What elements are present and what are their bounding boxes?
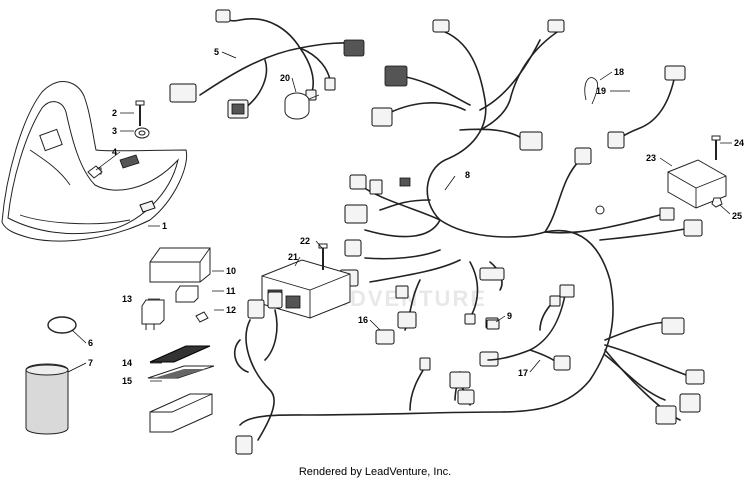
headlight-assembly: [1, 81, 188, 242]
callout-8: 8: [465, 170, 470, 180]
callout-17: 17: [518, 368, 528, 378]
fuse-box-cover-10: [149, 247, 211, 283]
clip-18: [584, 77, 599, 105]
callout-19: 19: [596, 86, 606, 96]
clip-12: [195, 311, 209, 323]
callout-18: 18: [614, 67, 624, 77]
callout-21: 21: [288, 252, 298, 262]
fuse-label-14: [149, 345, 211, 363]
callout-22: 22: [300, 236, 310, 246]
callout-13: 13: [122, 294, 132, 304]
harness-19: [607, 65, 686, 149]
callout-24: 24: [734, 138, 744, 148]
callout-20: 20: [280, 73, 290, 83]
callout-14: 14: [122, 358, 132, 368]
leader-lines: [67, 51, 732, 382]
callout-2: 2: [112, 108, 117, 118]
buzzer-20: [284, 92, 320, 120]
headlight-harness: [169, 9, 365, 119]
frame-15: [147, 365, 215, 379]
callout-9: 9: [507, 311, 512, 321]
callout-16: 16: [358, 315, 368, 325]
callout-1: 1: [162, 221, 167, 231]
sleeve-7: [25, 363, 69, 435]
fuse-block: [149, 393, 213, 433]
ecu-21: [261, 259, 351, 319]
screw-22: [318, 243, 328, 270]
callout-11: 11: [226, 286, 236, 296]
callout-4: 4: [112, 147, 117, 157]
connector-9: [486, 319, 500, 330]
relay-13: [141, 299, 165, 330]
callout-10: 10: [226, 266, 236, 276]
callout-6: 6: [88, 338, 93, 348]
relay-11: [175, 285, 199, 303]
ring-6: [47, 316, 77, 334]
clip-4: [87, 165, 103, 179]
callout-12: 12: [226, 305, 236, 315]
screw-2: [135, 100, 145, 126]
callout-25: 25: [732, 211, 742, 221]
main-harness-connectors: [339, 19, 705, 425]
main-harness: [239, 29, 701, 426]
footer-credit: Rendered by LeadVenture, Inc.: [298, 466, 452, 478]
screw-24: [711, 135, 721, 160]
connector-16: [375, 329, 395, 345]
callout-3: 3: [112, 126, 117, 136]
module-23: [667, 159, 727, 209]
nut-25: [711, 197, 723, 208]
callout-5: 5: [214, 47, 219, 57]
callout-23: 23: [646, 153, 656, 163]
callout-7: 7: [88, 358, 93, 368]
callout-labels: 1 2 3 4 5 6 7 8 9 10 11 12 13 14 15 16 1…: [88, 47, 744, 386]
clamp-3: [134, 127, 150, 139]
ecu-harness: [233, 291, 283, 455]
callout-15: 15: [122, 376, 132, 386]
sub-harness-17: [487, 284, 575, 371]
